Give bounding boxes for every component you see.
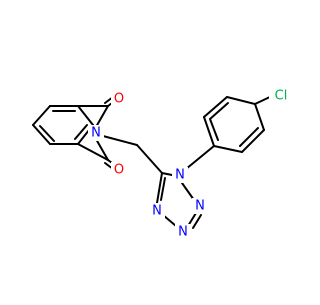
benzo-ring-double-bond: [39, 125, 55, 142]
imide-nitrogen-label: N: [91, 126, 101, 141]
phenyl-double-bond: [209, 118, 219, 141]
tetrazole-bond: [161, 172, 173, 176]
imide-ring-bond: [77, 143, 109, 161]
phenyl-bond: [241, 129, 265, 153]
benzo-ring-bond: [77, 105, 94, 126]
phenyl-bond: [254, 103, 265, 131]
atom-labels: O O N N N N N Cl: [88, 88, 293, 240]
benzo-ring-double-bond: [74, 124, 88, 140]
label-mask: [88, 125, 104, 141]
methylene-bond: [136, 144, 163, 174]
oxygen-top-label: O: [114, 92, 124, 107]
phenyl-bond: [213, 145, 243, 153]
tetrazole-bond: [162, 214, 177, 227]
phenyl-bond: [203, 96, 228, 118]
tetrazole-n3-label: N: [178, 225, 188, 240]
phenyl-bond: [203, 116, 215, 147]
aryl-bond: [185, 145, 215, 170]
tetrazole-n2-label: N: [195, 199, 205, 214]
imide-ring-bond: [95, 138, 109, 161]
tetrazole-bond: [156, 172, 163, 204]
molecule-canvas: O O N N N N N Cl: [32, 88, 293, 240]
benzo-ring-bond: [32, 105, 51, 126]
label-mask: [149, 203, 165, 219]
structure-diagram: O O N N N N N Cl: [32, 88, 293, 240]
phenyl-double-bond: [209, 102, 229, 120]
label-mask: [111, 91, 127, 107]
tetrazole-n4-label: N: [152, 204, 162, 219]
label-mask: [269, 88, 293, 104]
tetrazole-double-bond: [192, 214, 202, 229]
phenyl-double-bond: [239, 127, 259, 147]
chlorine-label: Cl: [275, 89, 288, 104]
methylene-bond: [102, 135, 138, 146]
oxygen-bottom-label: O: [114, 163, 124, 178]
tetrazole-n1-label: N: [175, 168, 185, 183]
label-mask: [192, 198, 208, 214]
phenyl-bond: [226, 96, 256, 105]
tetrazole-double-bond: [160, 177, 166, 201]
label-mask: [175, 224, 191, 240]
tetrazole-bond: [181, 182, 195, 201]
label-mask: [111, 162, 127, 178]
benzo-ring-bond: [32, 124, 51, 145]
imide-ring-bond: [95, 105, 109, 128]
tetrazole-bond: [187, 212, 197, 227]
label-mask: [172, 167, 188, 183]
